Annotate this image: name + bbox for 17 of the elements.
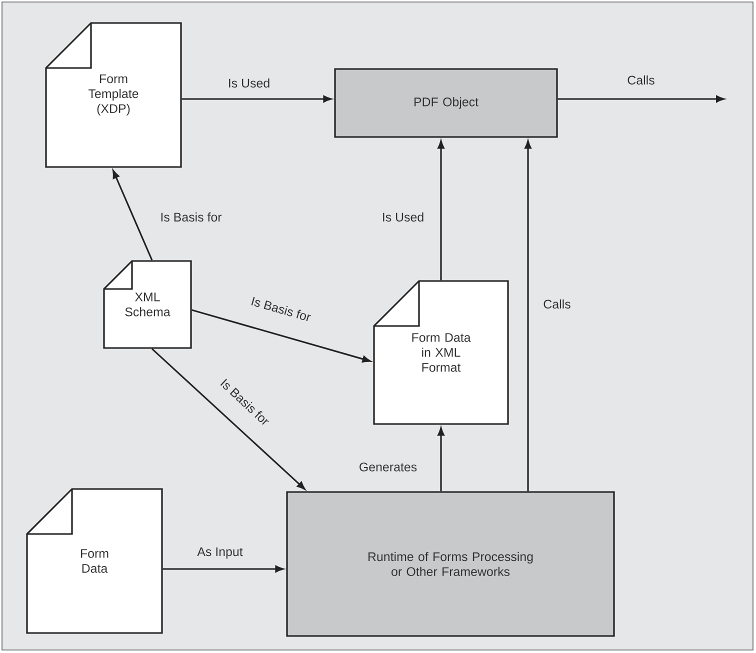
process-box: Runtime of Forms Processing or Other Frameworks xyxy=(286,491,615,637)
arrow xyxy=(151,348,306,490)
process-box: PDF Object xyxy=(334,68,558,138)
edge-label: Is Basis for xyxy=(158,210,224,224)
arrow xyxy=(182,96,332,102)
edge-label: Calls xyxy=(626,74,656,86)
arrow xyxy=(558,96,724,102)
edge-label: Calls xyxy=(542,298,572,310)
edge-label: Generates xyxy=(357,461,419,473)
arrow xyxy=(162,566,284,572)
arrow xyxy=(438,140,444,280)
arrow xyxy=(112,170,153,261)
edge-label: As Input xyxy=(196,546,244,560)
arrow xyxy=(524,140,532,492)
edge-label: Is Basis for xyxy=(248,294,314,324)
arrow xyxy=(192,309,371,362)
arrow xyxy=(438,427,444,492)
